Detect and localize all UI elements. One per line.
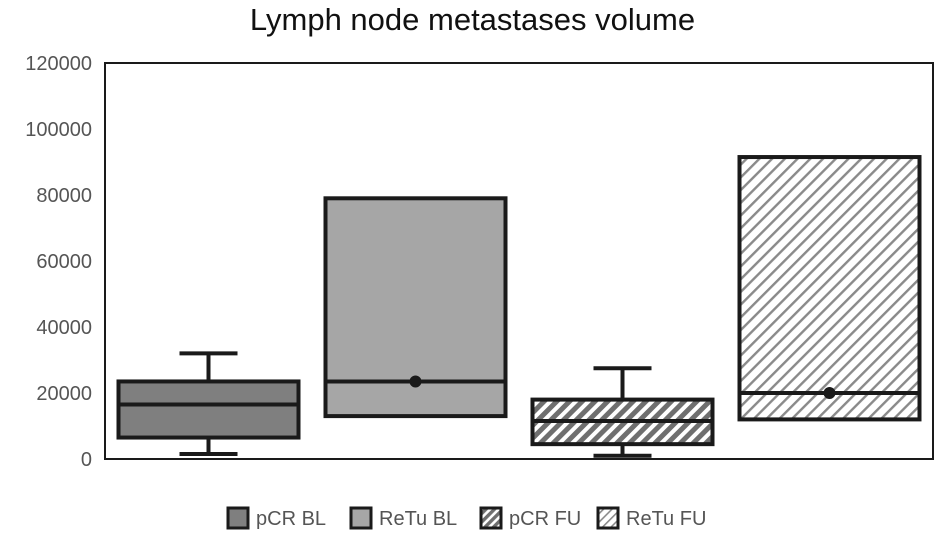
legend: pCR BL ReTu BL pCR FU ReTu FU [226,506,706,530]
box-group [737,155,922,422]
legend-swatch [479,506,503,530]
y-tick-label: 0 [81,449,92,471]
legend-label: ReTu FU [626,508,706,530]
box-group [323,196,508,419]
legend-swatch [596,506,620,530]
mean-marker [409,375,422,388]
plot-frame [104,62,934,460]
legend-swatch [349,506,373,530]
y-tick-label: 120000 [25,53,92,75]
mean-marker [823,387,836,399]
legend-swatch [226,506,250,530]
legend-label: pCR BL [256,508,326,530]
y-tick-label: 60000 [36,251,92,273]
box-group [116,351,301,457]
legend-item: ReTu BL [349,506,457,530]
chart-title: Lymph node metastases volume [249,2,696,37]
legend-label: pCR FU [509,508,581,530]
y-axis-ticks: 0 20000 40000 60000 80000 100000 120000 [25,53,92,471]
legend-item: pCR FU [479,506,581,530]
box-group [530,366,715,458]
legend-item: ReTu FU [596,506,706,530]
box [116,379,301,440]
y-tick-label: 80000 [36,185,92,207]
y-tick-label: 20000 [36,383,92,405]
boxes-layer [116,155,922,458]
legend-label: ReTu BL [379,508,457,530]
y-tick-label: 100000 [25,119,92,141]
legend-item: pCR BL [226,506,326,530]
y-tick-label: 40000 [36,317,92,339]
box [737,155,922,422]
